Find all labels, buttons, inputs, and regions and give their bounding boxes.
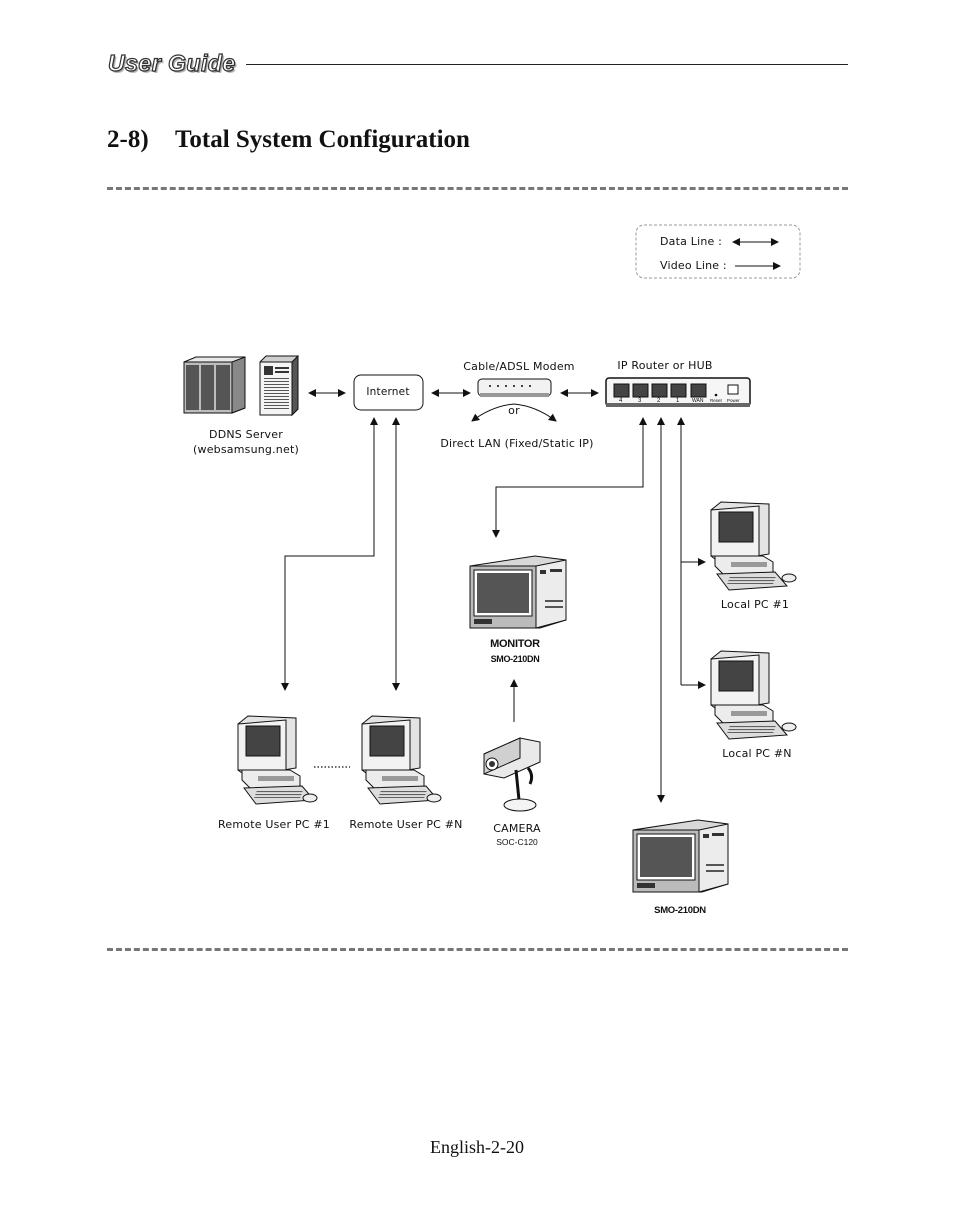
router-port-2: 2: [657, 398, 661, 404]
header-rule: [246, 64, 848, 65]
direct-lan-label: Direct LAN (Fixed/Static IP): [440, 437, 594, 450]
monitor2-model: SMO-210DN: [654, 905, 706, 916]
remote-pc-1-icon: [237, 715, 318, 805]
monitor-icon: [469, 555, 567, 629]
legend-video-line-label: Video Line :: [660, 259, 727, 272]
ddns-label-line2: (websamsung.net): [193, 443, 299, 456]
modem-label: Cable/ADSL Modem: [463, 360, 575, 373]
router-port-wan: WAN: [692, 398, 704, 404]
monitor-title: MONITOR: [490, 638, 540, 650]
router-power-label: Power: [727, 398, 740, 403]
local-pc-n-icon: [710, 650, 797, 740]
remote-pc-n-label: Remote User PC #N: [349, 818, 463, 831]
local-pc-n-label: Local PC #N: [722, 747, 792, 760]
internet-label: Internet: [366, 386, 410, 398]
legend-box: [635, 224, 801, 279]
bottom-dashed-divider: [107, 948, 848, 951]
router-port-3: 3: [638, 398, 642, 404]
monitor-model: SMO-210DN: [490, 654, 540, 664]
user-guide-logo: User Guide: [107, 49, 236, 76]
page-number: English-2-20: [430, 1137, 524, 1157]
router-label: IP Router or HUB: [617, 359, 713, 372]
legend-data-line-label: Data Line :: [660, 235, 723, 248]
router-port-4: 4: [619, 398, 623, 404]
local-pc-1-label: Local PC #1: [720, 598, 790, 611]
line-internet-remote-pc-1: [281, 417, 378, 691]
camera-icon: [483, 737, 541, 812]
monitor2-icon: [632, 819, 729, 893]
modem-icon: [477, 378, 552, 397]
router-port-1: 1: [676, 398, 680, 404]
internet-node: [353, 374, 424, 411]
router-icon: [605, 377, 751, 407]
camera-model: SOC-C120: [496, 837, 538, 847]
modem-or-arrow: [471, 403, 557, 422]
remote-pc-n-icon: [361, 715, 442, 805]
line-router-monitor: [492, 417, 647, 538]
top-dashed-divider: [107, 187, 848, 190]
section-title: 2-8) Total System Configuration: [107, 126, 470, 154]
section-title-text: Total System Configuration: [175, 126, 470, 153]
camera-title: CAMERA: [493, 822, 541, 835]
ddns-label-line1: DDNS Server: [209, 428, 283, 441]
router-reset-label: Reset: [710, 398, 722, 403]
local-pc-1-icon: [710, 501, 797, 591]
ddns-server-icon: [183, 354, 299, 417]
section-number: 2-8): [107, 126, 149, 153]
remote-pc-1-label: Remote User PC #1: [218, 818, 330, 831]
modem-or-label: or: [508, 404, 520, 417]
